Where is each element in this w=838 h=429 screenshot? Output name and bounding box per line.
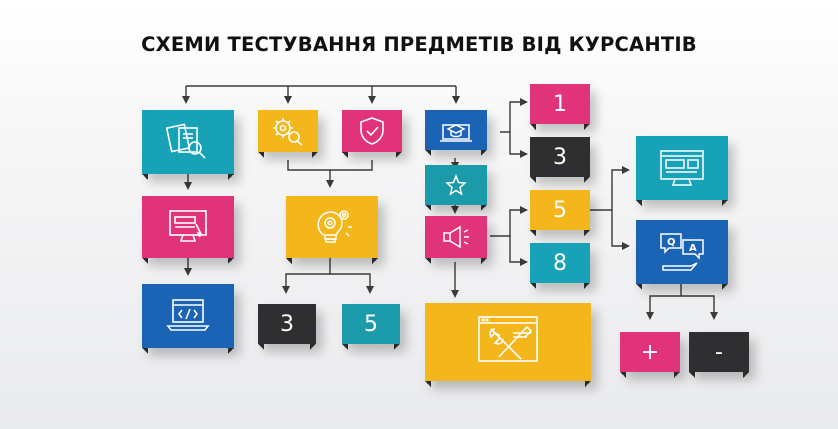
megaphone-box xyxy=(425,216,487,264)
question-answer-icon: Q A xyxy=(657,230,707,274)
laptop-code-icon xyxy=(165,296,211,336)
number-box-3-top: 3 xyxy=(530,137,590,183)
minus-label: - xyxy=(715,339,723,365)
number-box-8: 8 xyxy=(530,243,590,289)
svg-text:A: A xyxy=(689,243,697,254)
arrow-to-qa xyxy=(611,210,630,250)
number-8-label: 8 xyxy=(553,250,567,276)
number-box-1: 1 xyxy=(530,84,590,130)
number-3-top-label: 3 xyxy=(553,144,567,170)
plus-label: + xyxy=(640,339,660,365)
number-box-3-bottom: 3 xyxy=(258,304,316,350)
web-page-box xyxy=(636,136,728,206)
lightbulb-gears-icon xyxy=(308,205,356,249)
number-5-bottom-label: 5 xyxy=(364,311,378,337)
arrow-to-3-top xyxy=(509,132,528,158)
web-form-icon xyxy=(165,207,211,247)
number-5-mid-label: 5 xyxy=(553,197,567,223)
documents-search-icon xyxy=(165,122,211,162)
graduation-box xyxy=(425,110,487,156)
arrow-to-5-bottom xyxy=(330,273,374,294)
arrow-to-minus xyxy=(681,295,718,320)
arrow-to-webpage xyxy=(590,166,630,211)
plus-box: + xyxy=(620,332,680,378)
web-form-box xyxy=(142,196,234,264)
merge-gear-shield xyxy=(287,160,373,171)
arrow-to-5-mid xyxy=(490,206,528,237)
arrow-to-8 xyxy=(509,236,528,266)
shield-check-icon xyxy=(357,115,387,147)
star-icon xyxy=(445,174,467,196)
arrow-to-3-bottom xyxy=(282,258,331,294)
qa-box: Q A xyxy=(636,220,728,290)
star-box xyxy=(425,165,487,211)
arrow-to-1 xyxy=(500,98,528,133)
megaphone-icon xyxy=(440,224,472,250)
idea-box xyxy=(286,196,378,264)
shield-box xyxy=(342,110,402,158)
number-1-label: 1 xyxy=(553,91,567,117)
tools-browser-icon xyxy=(465,311,551,373)
number-box-5-bottom: 5 xyxy=(342,304,400,350)
web-page-icon xyxy=(657,147,707,189)
minus-box: - xyxy=(689,332,749,378)
arrow-to-plus xyxy=(646,284,682,320)
page-title: СХЕМИ ТЕСТУВАННЯ ПРЕДМЕТІВ ВІД КУРСАНТІВ xyxy=(141,33,697,56)
gear-search-icon xyxy=(270,115,306,147)
tools-box xyxy=(425,303,591,387)
laptop-code-box xyxy=(142,284,234,354)
number-3-bottom-label: 3 xyxy=(280,311,294,337)
gear-search-box xyxy=(258,110,318,158)
graduation-laptop-icon xyxy=(438,115,474,145)
number-box-5-mid: 5 xyxy=(530,190,590,236)
svg-text:Q: Q xyxy=(667,237,676,248)
documents-box xyxy=(142,110,234,180)
